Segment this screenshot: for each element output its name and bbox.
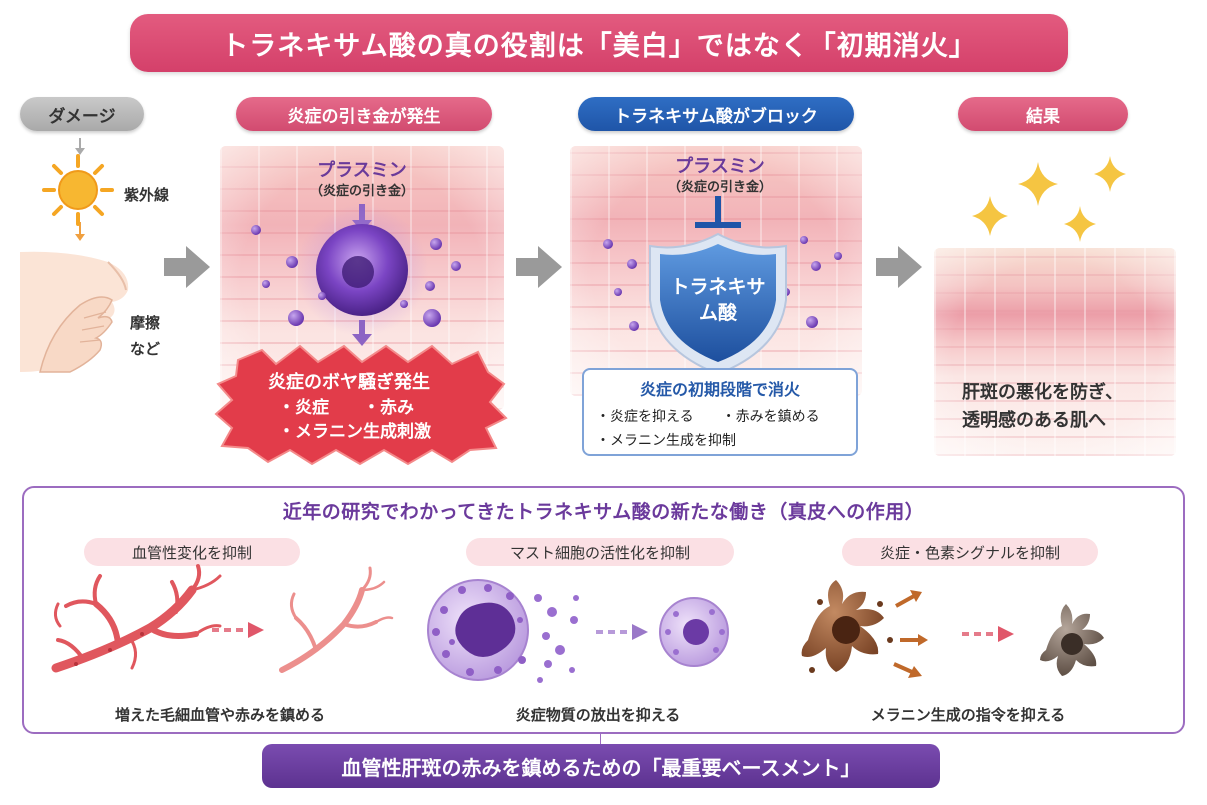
- released-granules-icon: [534, 594, 579, 683]
- shield-text-2: ム酸: [698, 302, 737, 324]
- research-item-1-caption: 増えた毛細血管や赤みを鎮める: [114, 706, 325, 724]
- research-item-2-label: マスト細胞の活性化を抑制: [466, 538, 734, 566]
- plasmin-sub-label-2: （炎症の引き金）: [667, 180, 772, 195]
- info-box-title: 炎症の初期段階で消火: [639, 380, 800, 399]
- shield-icon: [649, 232, 787, 376]
- main-title: トラネキサム酸の真の役割は「美白」ではなく「初期消火」: [130, 14, 1068, 72]
- info-box-line2: ・メラニン生成を抑制: [596, 433, 736, 449]
- sparkle-icon: [972, 156, 1126, 242]
- shield-text-1: トラネキサ: [670, 276, 766, 298]
- arrow-right-icon: [164, 246, 210, 288]
- info-box-line1: ・炎症を抑える ・赤みを鎮める: [596, 409, 820, 425]
- research-item-3-label: 炎症・色素シグナルを抑制: [842, 538, 1098, 566]
- mast-cell-icon: [427, 579, 529, 681]
- result-pill: 結果: [958, 97, 1128, 131]
- burst-line2: ・メラニン生成刺激: [278, 422, 431, 442]
- connector-line: [600, 732, 601, 744]
- melanocyte-calm-icon: [1040, 604, 1104, 676]
- skin-panel-result: [934, 248, 1176, 456]
- block-info-box: 炎症の初期段階で消火 ・炎症を抑える ・赤みを鎮める ・メラニン生成を抑制: [582, 368, 858, 456]
- burst-title: 炎症のボヤ騒ぎ発生: [268, 372, 430, 393]
- research-item-3-caption: メラニン生成の指令を抑える: [870, 706, 1066, 724]
- plasmin-label-2: プラスミン: [675, 156, 765, 177]
- arrow-right-icon: [876, 246, 922, 288]
- plasmin-sub-label: （炎症の引き金）: [309, 184, 414, 199]
- block-pill: トラネキサム酸がブロック: [578, 97, 854, 131]
- burst-line1: ・炎症 ・赤み: [278, 398, 414, 418]
- trigger-pill: 炎症の引き金が発生: [236, 97, 492, 131]
- arrow-right-icon: [516, 246, 562, 288]
- friction-label: 摩擦: [130, 314, 161, 332]
- sun-icon: [42, 154, 114, 226]
- plasmin-label: プラスミン: [317, 160, 407, 181]
- blood-vessel-reduced-icon: [279, 566, 394, 673]
- melanocyte-icon: [801, 580, 893, 673]
- blood-vessel-icon: [51, 564, 222, 673]
- friction-etc-label: など: [130, 340, 161, 358]
- inflammation-burst-icon: [214, 344, 508, 466]
- research-item-1-label: 血管性変化を抑制: [84, 538, 300, 566]
- result-text-2: 透明感のある肌へ: [962, 410, 1106, 431]
- signal-arrow-icon: [893, 590, 928, 678]
- conclusion-banner: 血管性肝斑の赤みを鎮めるための「最重要ベースメント」: [262, 744, 940, 788]
- research-section: [22, 486, 1185, 734]
- uv-label: 紫外線: [124, 186, 170, 204]
- mast-cell-calm-icon: [659, 597, 729, 667]
- research-item-2-caption: 炎症物質の放出を抑える: [515, 706, 681, 724]
- damage-pill: ダメージ: [20, 97, 144, 131]
- result-text-1: 肝斑の悪化を防ぎ、: [962, 382, 1124, 403]
- face-hand-icon: [20, 251, 129, 373]
- research-title: 近年の研究でわかってきたトラネキサム酸の新たな働き（真皮への作用）: [282, 501, 925, 523]
